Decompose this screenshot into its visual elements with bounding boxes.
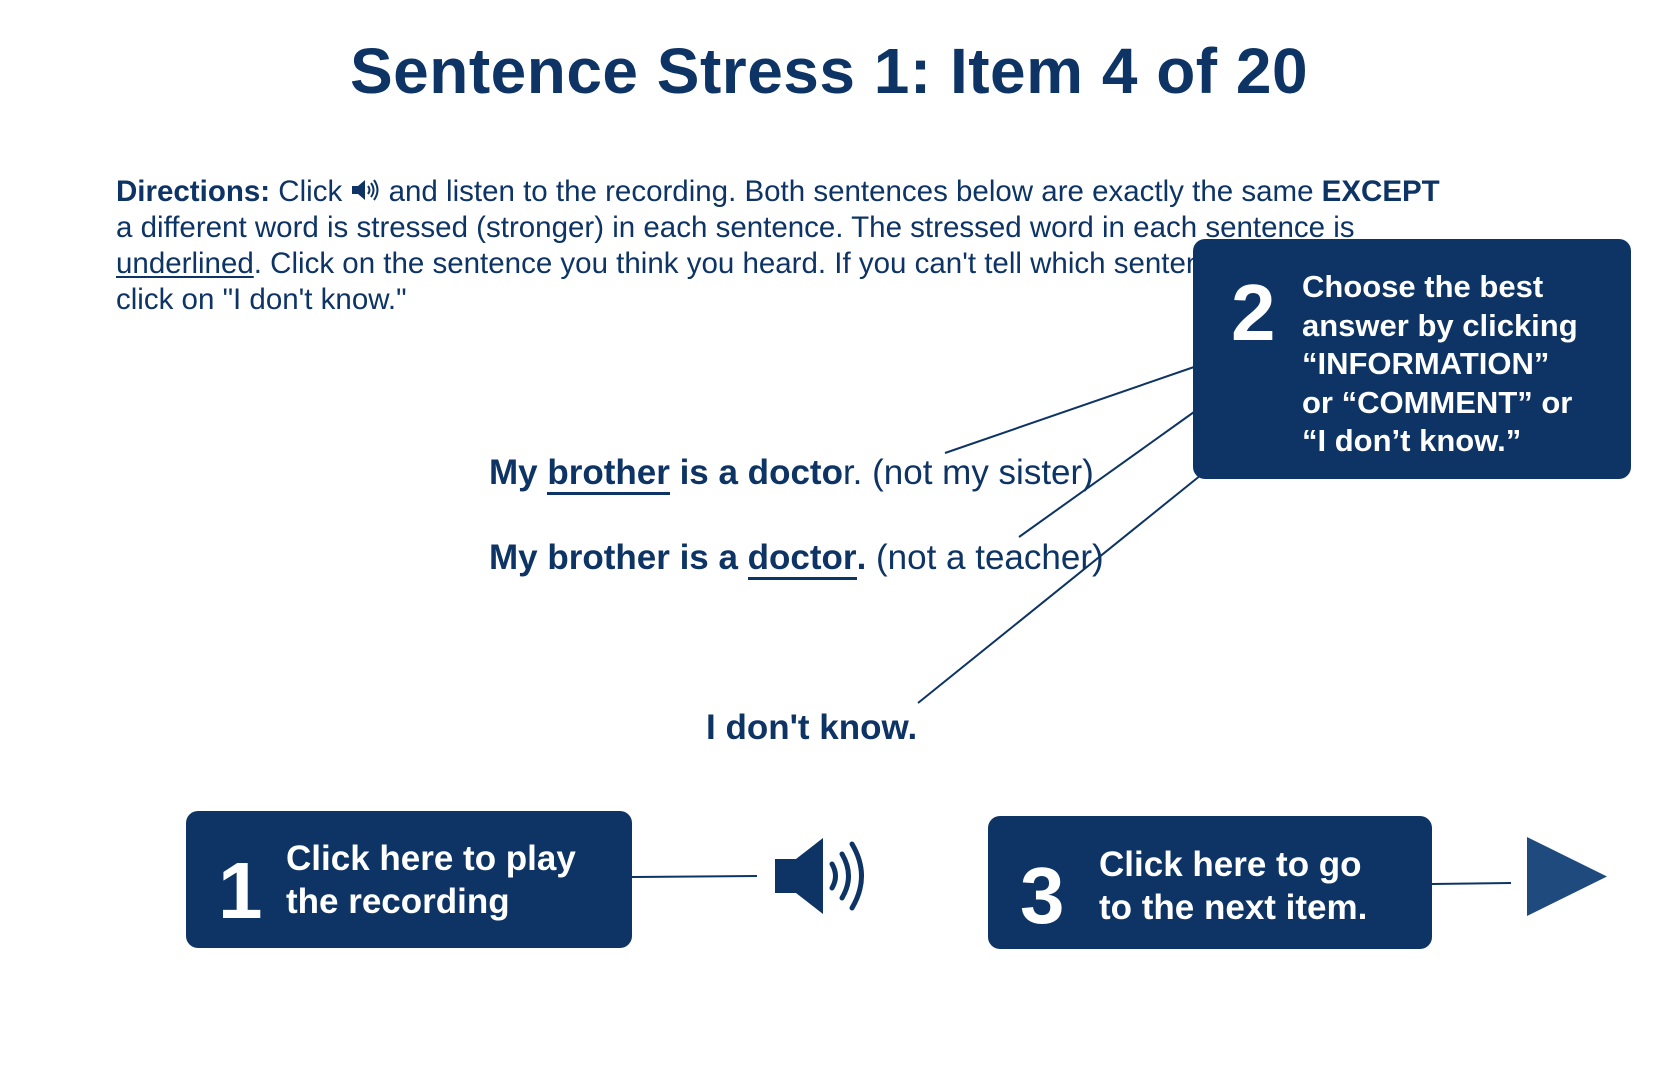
directions-part2: and listen to the recording. Both senten… [380, 175, 1322, 208]
callout-1-line-1: Click here to play [286, 839, 576, 878]
directions-except: EXCEPT [1321, 175, 1440, 208]
callout-play-recording: 1 Click here to play the recording [186, 811, 632, 948]
callout-1-number: 1 [218, 846, 263, 935]
page-title: Sentence Stress 1: Item 4 of 20 [349, 35, 1309, 107]
option-2-post: . [856, 538, 867, 577]
callout-2-number: 2 [1231, 268, 1276, 357]
option-1-post: is a docto [669, 453, 843, 492]
callout-2-line-1: Choose the best [1302, 269, 1544, 304]
option-1-pre: My [489, 453, 548, 492]
inline-speaker-icon [352, 179, 379, 201]
option-2-pre: My brother is a [489, 538, 748, 577]
callout-3-text: Click here to go to the next item. [1099, 843, 1367, 929]
speaker-icon[interactable] [772, 836, 870, 916]
callout-3-number: 3 [1020, 851, 1065, 940]
callout-choose-answer: 2 Choose the best answer by clicking “IN… [1193, 239, 1631, 479]
answer-option-2[interactable]: My brother is a doctor. (not a teacher) [489, 538, 1104, 580]
callout-2-line-4: or “COMMENT” or [1302, 384, 1573, 420]
callout-2-line-2: answer by clicking [1302, 307, 1578, 343]
directions-underlined: underlined [116, 247, 254, 280]
callout-next-item: 3 Click here to go to the next item. [988, 816, 1432, 949]
dont-know-option[interactable]: I don't know. [706, 708, 918, 747]
callout-1-line-2: the recording [286, 882, 510, 921]
callout-2-line-5: “I don’t know.” [1302, 423, 1522, 458]
callout-2-line-3: “INFORMATION” [1302, 346, 1550, 381]
option-2-tail: (not a teacher) [866, 538, 1104, 577]
callout-3-line-1: Click here to go [1099, 845, 1362, 884]
callout-2-text: Choose the best answer by clicking “INFO… [1302, 268, 1578, 461]
option-2-stressed-word: doctor [747, 539, 857, 580]
callout-3-line-2: to the next item. [1099, 888, 1368, 927]
callout-1-text: Click here to play the recording [286, 837, 576, 923]
directions-part1: Click [270, 175, 351, 208]
answer-option-1[interactable]: My brother is a doctor. (not my sister) [489, 453, 1094, 495]
directions-part3: a different word is stressed (stronger) … [116, 211, 1355, 244]
directions-label: Directions: [116, 175, 271, 208]
play-triangle-icon[interactable] [1526, 836, 1608, 917]
option-1-stressed-word: brother [547, 454, 670, 495]
option-1-tail: r. (not my sister) [842, 453, 1094, 492]
